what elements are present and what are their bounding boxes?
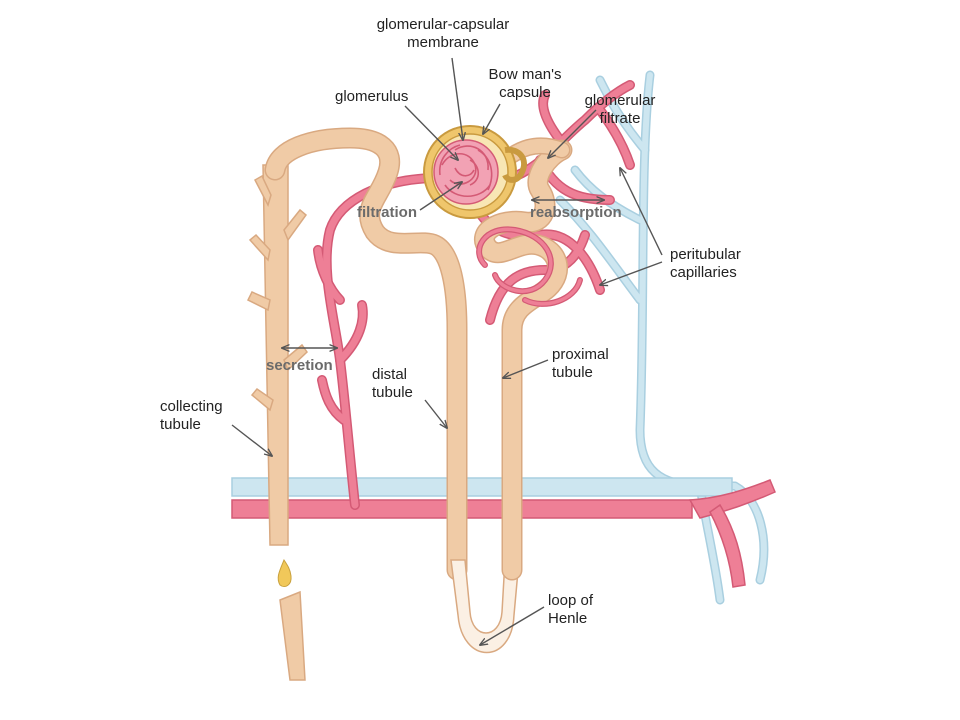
- pointer-lines: [231, 57, 663, 645]
- peritubular-venous-network: [555, 70, 769, 605]
- label-glomerular-filtrate: glomerular filtrate: [584, 92, 656, 127]
- venule-horizontal: [231, 477, 733, 497]
- label-peritubular-capillaries: peritubular capillaries: [670, 246, 741, 281]
- distal-tubule-shape: [264, 127, 468, 581]
- loop-of-henle-shape: [450, 559, 520, 654]
- label-distal-tubule: distal tubule: [372, 366, 413, 401]
- label-glomerular-capsular-membrane: glomerular-capsular membrane: [376, 16, 510, 51]
- capillary-loops: [476, 226, 583, 307]
- process-filtration: filtration: [357, 204, 417, 221]
- label-loop-of-henle: loop of Henle: [548, 592, 594, 627]
- label-bowmans-capsule: Bow man's capsule: [488, 66, 562, 101]
- collecting-tubule-shape: [246, 164, 308, 681]
- process-secretion: secretion: [266, 357, 333, 374]
- label-proximal-tubule: proximal tubule: [552, 346, 609, 381]
- process-reabsorption: reabsorption: [530, 204, 622, 221]
- label-collecting-tubule: collecting tubule: [160, 398, 223, 433]
- cut-drop: [277, 558, 292, 588]
- label-glomerulus: glomerulus: [335, 88, 409, 105]
